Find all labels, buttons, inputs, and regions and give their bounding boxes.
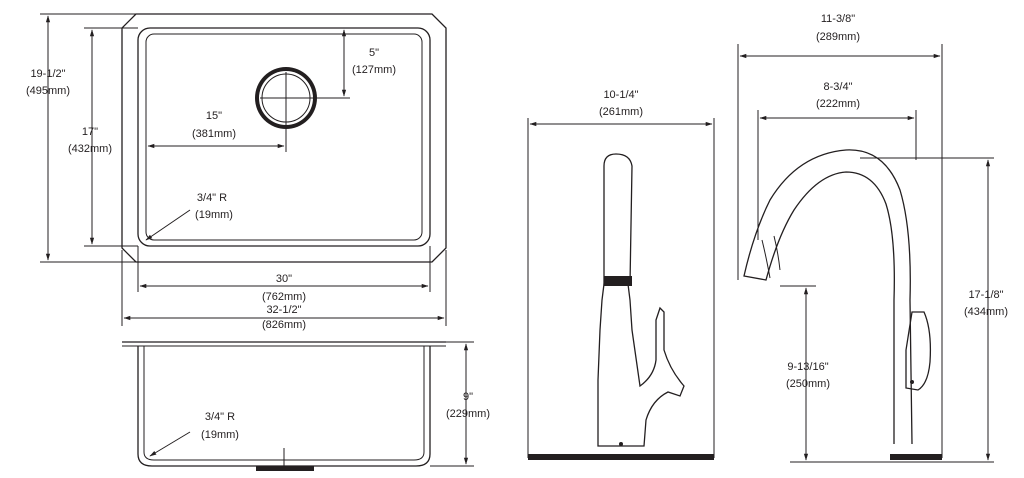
overall-width-in: 32-1/2" (266, 304, 301, 316)
faucet-front-body (597, 283, 685, 447)
spout-height-mm: (250mm) (786, 378, 830, 390)
bowl-width-mm: (762mm) (262, 291, 306, 303)
pull-down-sprayhead (603, 153, 633, 285)
drain-icon (255, 67, 317, 129)
bowl-height-mm: (432mm) (68, 143, 112, 155)
faucet-width-in: 10-1/4" (603, 89, 638, 101)
faucet-height-in: 17-1/8" (968, 289, 1003, 301)
faucet-height-mm: (434mm) (964, 306, 1008, 318)
depth-mm: (229mm) (446, 408, 490, 420)
sink-outer-rim (121, 13, 447, 263)
overall-reach-mm: (289mm) (816, 31, 860, 43)
sink-side-view: 9" (229mm) 3/4" R (19mm) (122, 341, 490, 471)
overall-reach-in: 11-3/8" (821, 13, 855, 25)
sprayhead-button (604, 276, 632, 286)
faucet-width-mm: (261mm) (599, 106, 643, 118)
sink-inner-rim (137, 27, 431, 247)
side-deck-plate (890, 454, 942, 460)
bowl-width-in: 30" (276, 273, 292, 285)
drain-left-offset-in: 15" (206, 110, 222, 122)
corner-radius-mm: (19mm) (195, 209, 233, 221)
sink-bowl-edge (145, 33, 423, 241)
corner-radius-in: 3/4" R (197, 192, 227, 204)
spout-reach-in: 8-3/4" (824, 81, 853, 93)
side-radius-mm: (19mm) (201, 429, 239, 441)
corner-radius-leader (145, 209, 191, 241)
depth-in: 9" (463, 391, 473, 403)
overall-width-mm: (826mm) (262, 319, 306, 331)
gooseneck-spout (743, 149, 913, 445)
side-radius-in: 3/4" R (205, 411, 235, 423)
bowl-height-in: 17" (82, 126, 98, 138)
faucet-side-view: 11-3/8" (289mm) 8-3/4" (222mm) 17-1/8" (… (737, 13, 1008, 463)
drain-top-offset-mm: (127mm) (352, 64, 396, 76)
overall-height-mm: (495mm) (26, 85, 70, 97)
sink-top-view: 19-1/2" (495mm) 17" (432mm) 5" (127mm) 1… (26, 13, 447, 331)
side-radius-leader (149, 431, 191, 457)
overall-height-in: 19-1/2" (30, 68, 65, 80)
spout-height-in: 9-13/16" (787, 361, 828, 373)
spout-reach-mm: (222mm) (816, 98, 860, 110)
drain-top-offset-in: 5" (369, 47, 379, 59)
drain-left-offset-mm: (381mm) (192, 128, 236, 140)
faucet-handle (905, 311, 932, 391)
faucet-front-view: 10-1/4" (261mm) (527, 89, 715, 460)
faucet-deck-plate (528, 454, 714, 460)
drain-outlet (256, 466, 314, 471)
